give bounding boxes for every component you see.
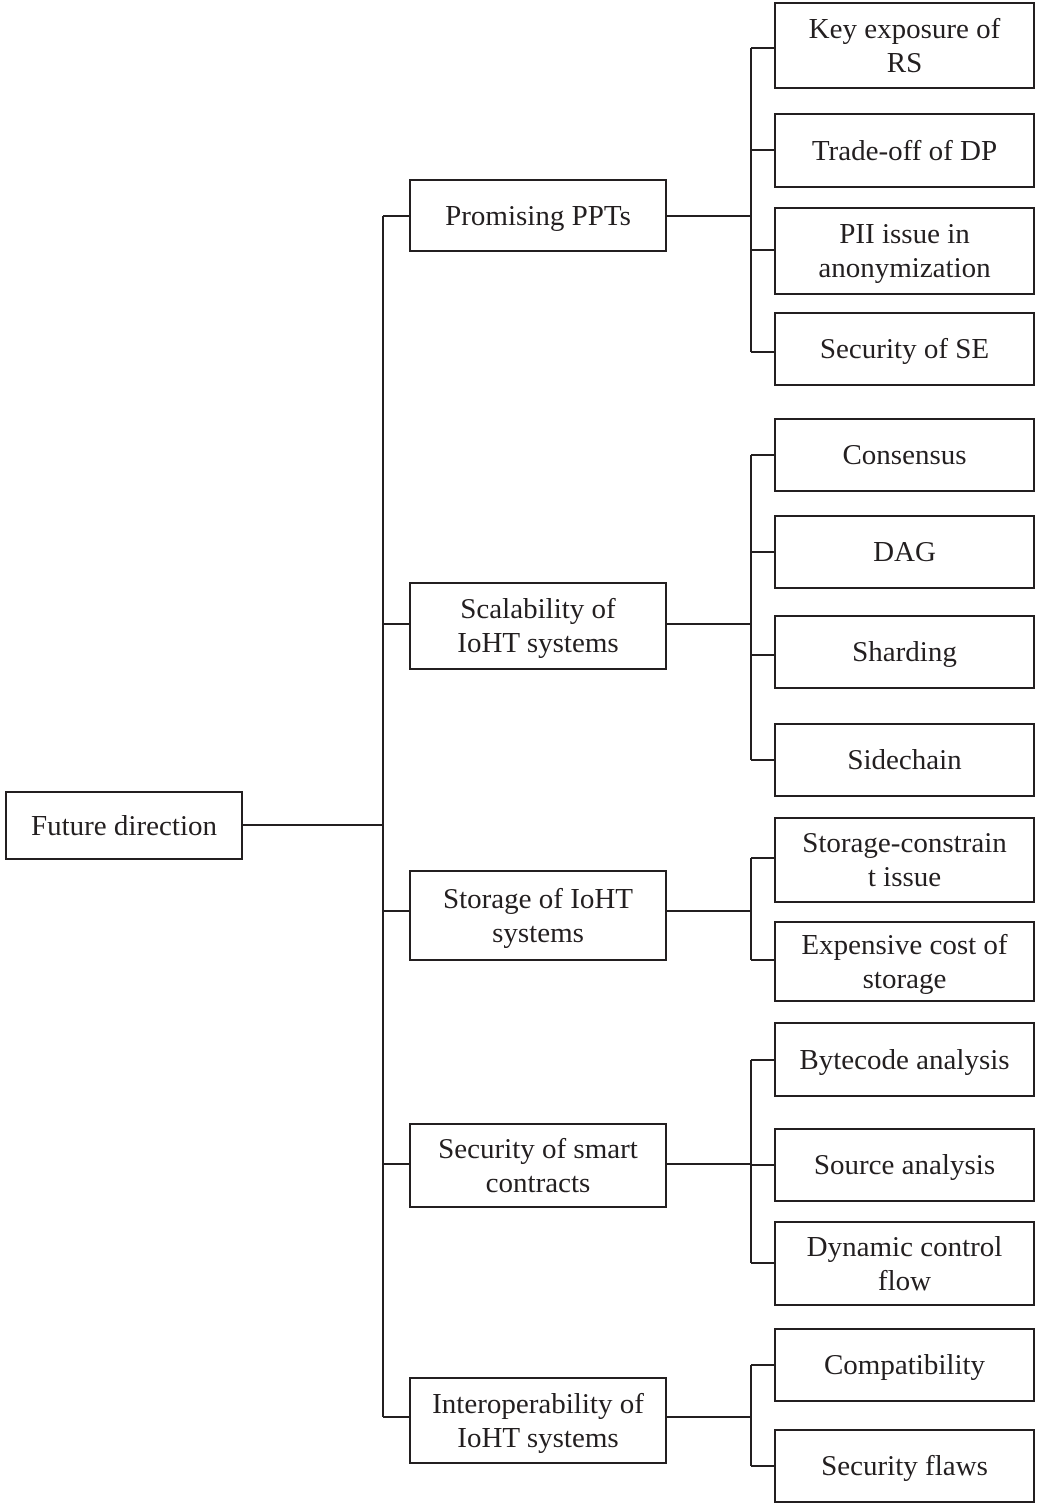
leaf-node-storage-constraint: Storage-constraint issue: [774, 817, 1035, 903]
leaf-node-security-flaws: Security flaws: [774, 1429, 1035, 1503]
leaf-label: Sidechain: [847, 744, 962, 776]
leaf-node-security-se: Security of SE: [774, 312, 1035, 386]
leaf-label: Bytecode analysis: [799, 1043, 1010, 1076]
leaf-node-sharding: Sharding: [774, 615, 1035, 689]
leaf-label: Sharding: [852, 636, 957, 668]
root-label: Future direction: [30, 809, 218, 842]
leaf-label: Storage-constraint issue: [802, 827, 1007, 893]
branch-label: Scalability of IoHT systems: [457, 593, 619, 659]
leaf-node-bytecode-analysis: Bytecode analysis: [774, 1022, 1035, 1097]
leaf-label: Security flaws: [821, 1450, 988, 1482]
branch-label: Storage of IoHT systems: [442, 882, 634, 949]
branch-node-interoperability: Interoperability of IoHT systems: [409, 1377, 667, 1464]
leaf-node-key-exposure-rs: Key exposure of RS: [774, 2, 1035, 89]
branch-label: Promising PPTs: [445, 199, 631, 232]
branch-node-storage: Storage of IoHT systems: [409, 870, 667, 961]
leaf-node-source-analysis: Source analysis: [774, 1128, 1035, 1202]
branch-node-scalability: Scalability of IoHT systems: [409, 582, 667, 670]
leaf-node-pii-anonymization: PII issue in anonymization: [774, 207, 1035, 295]
leaf-node-sidechain: Sidechain: [774, 723, 1035, 797]
leaf-node-expensive-storage: Expensive cost of storage: [774, 921, 1035, 1002]
leaf-label: PII issue in anonymization: [818, 218, 991, 284]
leaf-label: Source analysis: [813, 1149, 996, 1181]
leaf-label: Compatibility: [823, 1349, 986, 1381]
branch-node-promising-ppts: Promising PPTs: [409, 179, 667, 252]
leaf-label: Security of SE: [819, 333, 990, 365]
leaf-node-dynamic-control-flow: Dynamic control flow: [774, 1221, 1035, 1306]
leaf-label: Expensive cost of storage: [801, 928, 1008, 995]
branch-label: Security of smart contracts: [438, 1132, 638, 1199]
leaf-label: Consensus: [842, 439, 967, 471]
root-node: Future direction: [5, 791, 243, 860]
leaf-label: Key exposure of RS: [808, 12, 1001, 79]
leaf-node-trade-off-dp: Trade-off of DP: [774, 113, 1035, 188]
leaf-node-consensus: Consensus: [774, 418, 1035, 492]
leaf-label: DAG: [873, 536, 936, 568]
leaf-node-dag: DAG: [774, 515, 1035, 589]
leaf-node-compatibility: Compatibility: [774, 1328, 1035, 1402]
leaf-label: Trade-off of DP: [811, 134, 998, 167]
branch-node-smart-contracts: Security of smart contracts: [409, 1123, 667, 1208]
branch-label: Interoperability of IoHT systems: [432, 1387, 644, 1454]
leaf-label: Dynamic control flow: [806, 1230, 1003, 1297]
